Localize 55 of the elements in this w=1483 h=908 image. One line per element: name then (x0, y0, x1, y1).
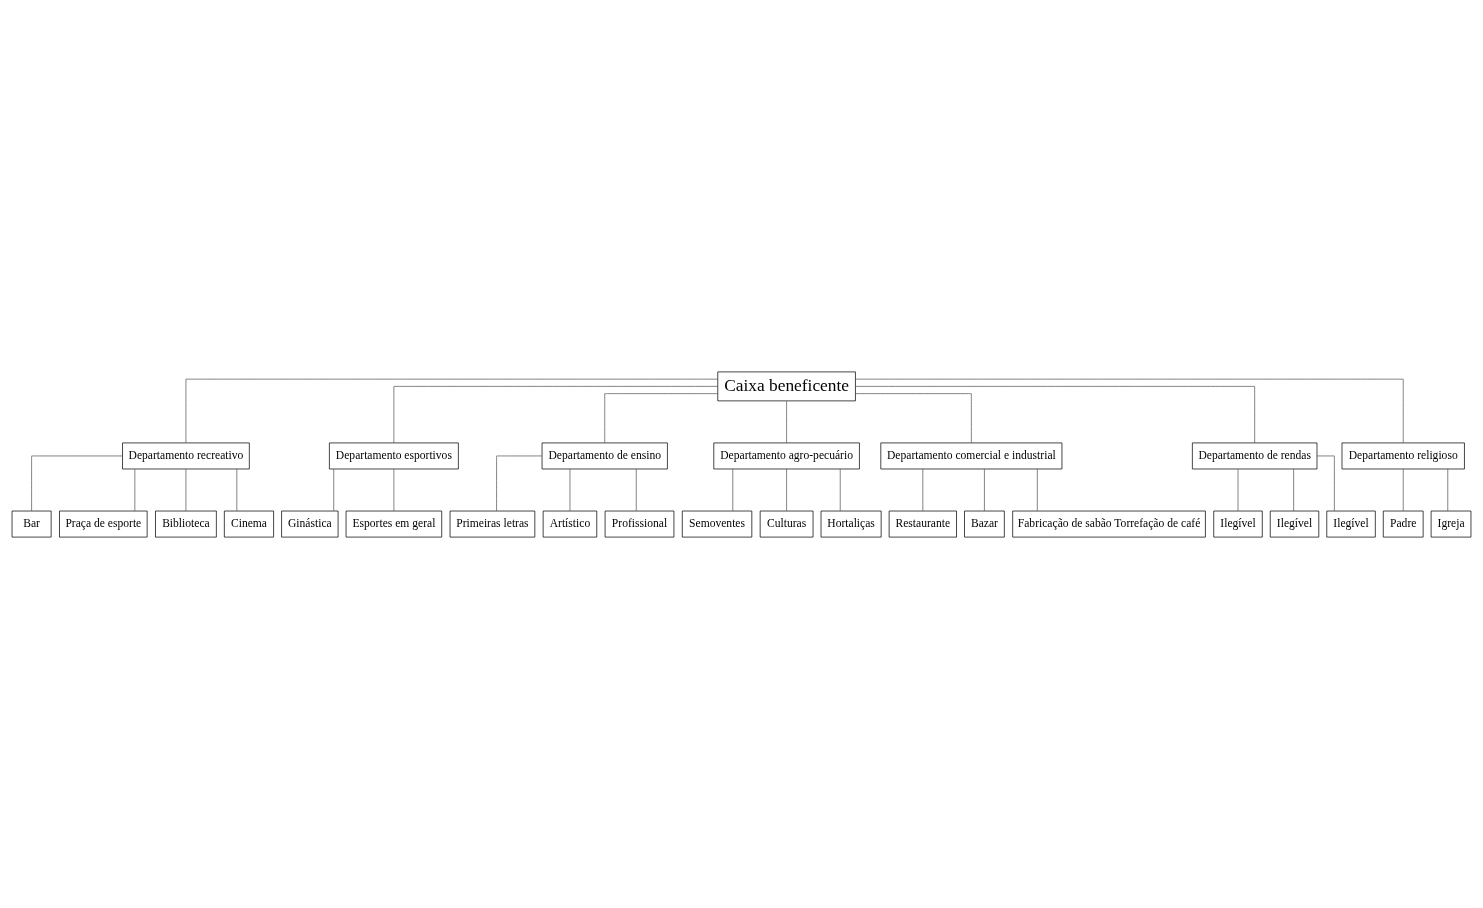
node-box: Profissional (604, 510, 675, 537)
connector (393, 385, 719, 443)
node-box: Restaurante (888, 510, 957, 537)
connector (1402, 468, 1404, 511)
connector (134, 468, 136, 511)
connector (569, 468, 571, 511)
node-box: Ginástica (281, 510, 339, 537)
node-box: Igreja (1430, 510, 1472, 537)
connector (31, 455, 123, 511)
connector (855, 385, 1256, 443)
node-box: Departamento agro-pecuário (713, 442, 860, 469)
node-box: Esportes em geral (345, 510, 443, 537)
connector (855, 378, 1404, 443)
connector (185, 378, 719, 443)
connector (236, 468, 238, 511)
node-box: Culturas (759, 510, 814, 537)
node-box: Departamento religioso (1341, 442, 1465, 469)
node-box: Ilegível (1269, 510, 1320, 537)
node-box: Ilegível (1213, 510, 1263, 537)
connector (393, 468, 395, 511)
connector (839, 468, 841, 511)
connector (496, 455, 543, 511)
node-box: Fabricação de sabão Torrefação de café (1012, 510, 1206, 537)
connector (635, 468, 637, 511)
node-box: Hortaliças (820, 510, 882, 537)
node-box: Padre (1382, 510, 1424, 537)
node-box: Departamento esportivos (329, 442, 459, 469)
node-box: Bazar (964, 510, 1005, 537)
connector (732, 468, 734, 511)
node-box: Artístico (542, 510, 598, 537)
node-box: Ilegível (1326, 510, 1376, 537)
node-box: Departamento recreativo (122, 442, 250, 469)
node-box: Praça de esporte (59, 510, 148, 537)
node-box: Departamento de rendas (1192, 442, 1318, 469)
node-box: Biblioteca (155, 510, 217, 537)
node-box: Departamento de ensino (541, 442, 668, 469)
connector (855, 392, 972, 443)
node-box: Semoventes (681, 510, 753, 537)
connector (1237, 468, 1239, 511)
connector (1293, 468, 1294, 511)
node-box: Cinema (223, 510, 274, 537)
node-box: Bar (11, 510, 52, 537)
connector (984, 468, 985, 511)
node-box: Departamento comercial e industrial (880, 442, 1063, 469)
connector (1036, 468, 1038, 511)
connector (333, 468, 335, 511)
connector (604, 392, 718, 443)
connector (786, 400, 787, 443)
connector (185, 468, 187, 511)
connector (1447, 468, 1449, 511)
connector (786, 468, 787, 511)
connector (922, 468, 924, 511)
node-box: Caixa beneficente (717, 371, 856, 401)
connector (1316, 455, 1335, 511)
node-box: Primeiras letras (449, 510, 536, 537)
